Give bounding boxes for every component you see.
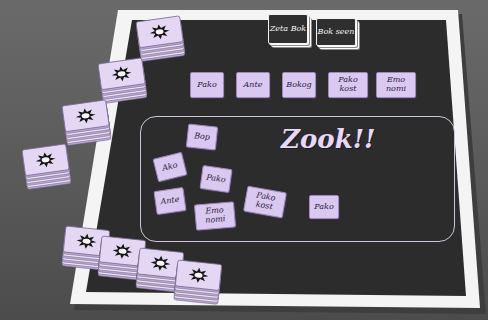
row-card: Bokog (282, 72, 316, 98)
card-stack (174, 260, 222, 304)
card-label: Zeta Bok (270, 25, 306, 34)
stack-top (175, 260, 221, 290)
logo-center (117, 71, 126, 77)
card-label: Ante (244, 81, 263, 90)
starburst-logo (150, 255, 171, 272)
stack-top (62, 100, 109, 132)
logo-center (118, 248, 126, 254)
card-stack (136, 16, 185, 62)
card-label: Emo nomi (377, 76, 415, 94)
row-card: Emo nomi (376, 72, 416, 98)
card-label: Bop (194, 132, 211, 142)
card-label: Pako (206, 173, 227, 184)
card-label: Pako (197, 81, 216, 90)
logo-center (156, 260, 164, 266)
logo-center (155, 29, 164, 35)
play-zone: Zook!!BopAkoAntePakoEmo nomiPako kostPak… (140, 116, 455, 242)
card-label: Pako kost (245, 190, 285, 214)
logo-center (41, 157, 50, 163)
board-shadow (74, 14, 486, 314)
logo-center (81, 113, 90, 119)
starburst-logo (149, 23, 171, 41)
starburst-logo (35, 151, 57, 169)
board-border (70, 10, 480, 308)
starburst-logo (188, 267, 209, 284)
logo-center (82, 238, 90, 244)
played-card: Pako kost (243, 186, 287, 219)
played-card: Ante (153, 187, 186, 215)
row-card: Pako (190, 72, 224, 98)
played-card: Ako (153, 152, 188, 183)
card-label: Pako kost (329, 76, 367, 94)
card-stack (62, 100, 111, 146)
card-stacks (22, 16, 222, 305)
board-surface (86, 20, 466, 296)
starburst-logo (112, 243, 133, 260)
played-card: Pako (199, 165, 232, 193)
card-label: Ako (161, 161, 178, 173)
played-card: Emo nomi (194, 201, 236, 230)
starburst-logo (75, 107, 97, 125)
card-label: Emo nomi (195, 206, 234, 227)
card-label: Bok seen (318, 28, 355, 37)
logo-center (194, 272, 202, 278)
card-stack (98, 58, 147, 104)
row-card: Pako kost (328, 72, 368, 98)
stack-top (22, 144, 69, 176)
card-label: Ante (160, 195, 180, 206)
starburst-logo (76, 233, 97, 250)
draw-deck: Zeta Bok (268, 14, 308, 44)
stack-top (98, 58, 145, 90)
played-card: Pako (309, 195, 339, 219)
card-stack (22, 144, 71, 190)
row-card: Ante (236, 72, 270, 98)
starburst-logo (111, 65, 133, 83)
stack-top (136, 16, 183, 48)
card-label: Bokog (286, 81, 311, 90)
discard-card: Bok seen (316, 18, 356, 46)
zone-title: Zook!! (281, 125, 376, 154)
played-card: Bop (186, 123, 218, 150)
card-label: Pako (314, 203, 333, 212)
